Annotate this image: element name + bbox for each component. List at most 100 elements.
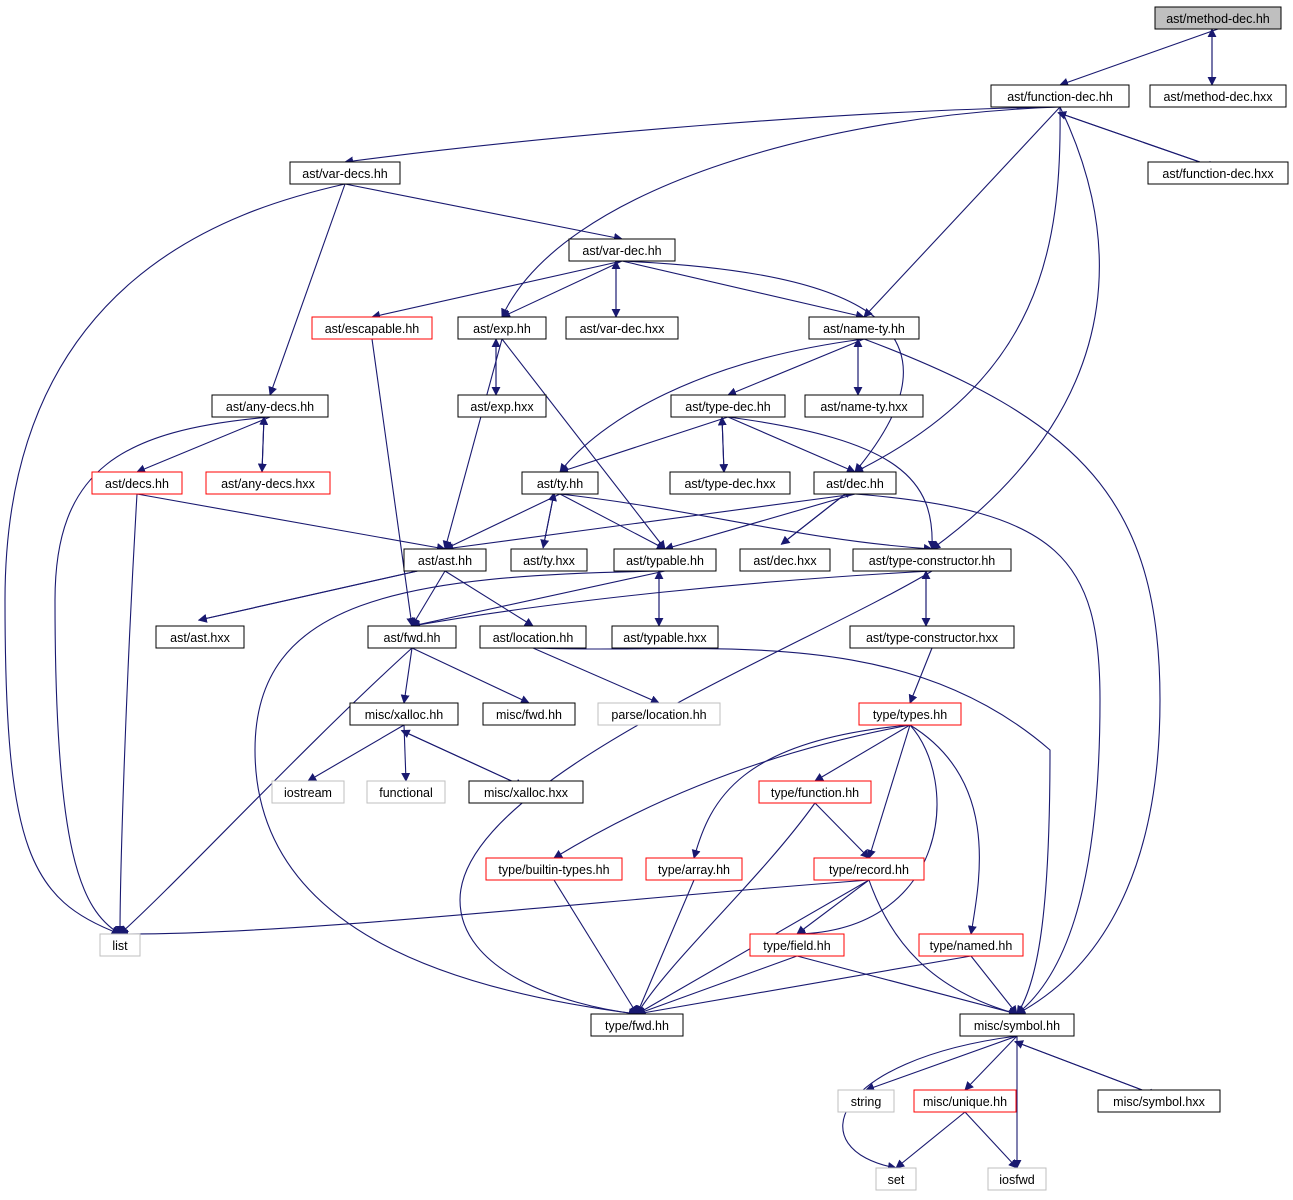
node-field-hh[interactable]: type/field.hh <box>749 933 845 957</box>
node-string[interactable]: string <box>837 1089 895 1113</box>
node-dec-hxx[interactable]: ast/dec.hxx <box>739 548 831 572</box>
node-label: ast/dec.hxx <box>753 554 817 568</box>
node-label: type/types.hh <box>873 708 947 722</box>
node-ast-hxx[interactable]: ast/ast.hxx <box>155 625 245 649</box>
edge-typable-hh-to-fwd-hh <box>411 570 666 629</box>
edge-types-hh-to-field-hh <box>796 724 938 939</box>
edge-any-decs-hh-to-decs-hh <box>136 416 271 474</box>
node-label: ast/dec.hh <box>826 477 884 491</box>
node-list[interactable]: list <box>99 933 141 957</box>
node-functional[interactable]: functional <box>366 780 446 804</box>
node-record-hh[interactable]: type/record.hh <box>813 857 925 881</box>
node-box <box>852 548 1012 572</box>
node-any-decs-hxx[interactable]: ast/any-decs.hxx <box>205 471 331 495</box>
edge-type-dec-hh-to-dec-hh <box>727 416 856 473</box>
edge-function-dec-hh-to-type-constructor-hh <box>931 106 1100 550</box>
edge-xalloc-hh-to-iostream <box>307 724 405 782</box>
node-label: ast/name-ty.hh <box>823 322 905 336</box>
node-iostream[interactable]: iostream <box>271 780 345 804</box>
node-parse-location-hh[interactable]: parse/location.hh <box>597 702 721 726</box>
node-ty-hh[interactable]: ast/ty.hh <box>521 471 599 495</box>
node-var-dec-hh[interactable]: ast/var-dec.hh <box>568 238 676 262</box>
node-box <box>611 625 719 649</box>
node-misc-fwd-hh[interactable]: misc/fwd.hh <box>482 702 576 726</box>
node-dec-hh[interactable]: ast/dec.hh <box>813 471 897 495</box>
node-box <box>837 1089 895 1113</box>
node-type-dec-hxx[interactable]: ast/type-dec.hxx <box>669 471 791 495</box>
node-builtin-types-hh[interactable]: type/builtin-types.hh <box>485 857 623 881</box>
node-box <box>913 1089 1017 1113</box>
node-any-decs-hh[interactable]: ast/any-decs.hh <box>211 394 329 418</box>
node-label: ast/function-dec.hh <box>1007 90 1113 104</box>
edge-type-dec-hh-to-type-constructor-hh <box>727 416 937 550</box>
node-box <box>670 394 786 418</box>
node-box <box>597 702 721 726</box>
node-escapable-hh[interactable]: ast/escapable.hh <box>311 316 433 340</box>
node-typable-hxx[interactable]: ast/typable.hxx <box>611 625 719 649</box>
edge-ast-hh-to-location-hh <box>444 570 534 627</box>
node-ty-hxx[interactable]: ast/ty.hxx <box>510 548 588 572</box>
edge-ast-hh-to-fwd-hh <box>411 570 446 627</box>
node-label: ast/method-dec.hh <box>1166 12 1270 26</box>
edge-type-constructor-hh-to-type-fwd-hh <box>459 570 933 1018</box>
node-box <box>613 548 717 572</box>
node-method-dec-hxx[interactable]: ast/method-dec.hxx <box>1149 84 1287 108</box>
node-xalloc-hh[interactable]: misc/xalloc.hh <box>349 702 459 726</box>
node-type-constructor-hxx[interactable]: ast/type-constructor.hxx <box>849 625 1015 649</box>
edge-var-dec-hh-to-dec-hh <box>621 260 904 473</box>
node-var-dec-hxx[interactable]: ast/var-dec.hxx <box>565 316 679 340</box>
node-xalloc-hxx[interactable]: misc/xalloc.hxx <box>468 780 584 804</box>
node-label: type/named.hh <box>930 939 1013 953</box>
node-location-hh[interactable]: ast/location.hh <box>479 625 587 649</box>
node-label: functional <box>379 786 433 800</box>
edge-name-ty-hh-to-symbol-hh <box>863 338 1161 1015</box>
node-symbol-hh[interactable]: misc/symbol.hh <box>959 1013 1075 1037</box>
node-array-hh[interactable]: type/array.hh <box>645 857 743 881</box>
node-unique-hh[interactable]: misc/unique.hh <box>913 1089 1017 1113</box>
node-label: ast/any-decs.hh <box>226 400 314 414</box>
node-box <box>271 780 345 804</box>
node-label: ast/type-dec.hxx <box>684 477 776 491</box>
node-types-hh[interactable]: type/types.hh <box>858 702 962 726</box>
node-symbol-hxx[interactable]: misc/symbol.hxx <box>1097 1089 1221 1113</box>
node-decs-hh[interactable]: ast/decs.hh <box>91 471 183 495</box>
node-label: set <box>888 1173 905 1187</box>
node-label: ast/typable.hh <box>626 554 704 568</box>
node-box <box>858 702 962 726</box>
node-type-fwd-hh[interactable]: type/fwd.hh <box>590 1013 684 1037</box>
node-type-dec-hh[interactable]: ast/type-dec.hh <box>670 394 786 418</box>
edge-type-dec-hh-to-ty-hh <box>559 416 729 474</box>
node-function-dec-hh[interactable]: ast/function-dec.hh <box>990 84 1130 108</box>
node-label: ast/any-decs.hxx <box>221 477 316 491</box>
node-box <box>1097 1089 1221 1113</box>
edge-function-hh-to-type-fwd-hh <box>636 802 816 1015</box>
node-fwd-hh[interactable]: ast/fwd.hh <box>367 625 457 649</box>
node-type-constructor-hh[interactable]: ast/type-constructor.hh <box>852 548 1012 572</box>
edge-typable-hh-to-type-fwd-hh <box>254 570 666 1018</box>
node-function-hh[interactable]: type/function.hh <box>758 780 872 804</box>
node-function-dec-hxx[interactable]: ast/function-dec.hxx <box>1147 161 1289 185</box>
node-label: ast/ast.hxx <box>170 631 230 645</box>
edge-array-hh-to-type-fwd-hh <box>636 879 695 1015</box>
node-label: ast/ty.hh <box>537 477 583 491</box>
node-exp-hh[interactable]: ast/exp.hh <box>457 316 547 340</box>
node-typable-hh[interactable]: ast/typable.hh <box>613 548 717 572</box>
node-var-decs-hh[interactable]: ast/var-decs.hh <box>289 161 401 185</box>
node-label: ast/method-dec.hxx <box>1163 90 1273 104</box>
node-label: misc/symbol.hxx <box>1113 1095 1205 1109</box>
node-box <box>1149 84 1287 108</box>
edge-record-hh-to-list <box>119 879 870 939</box>
node-ast-hh[interactable]: ast/ast.hh <box>403 548 487 572</box>
edge-fwd-hh-to-xalloc-hh <box>400 647 413 704</box>
node-iosfwd[interactable]: iosfwd <box>987 1167 1047 1191</box>
node-set[interactable]: set <box>875 1167 917 1191</box>
node-label: misc/unique.hh <box>923 1095 1007 1109</box>
node-name-ty-hxx[interactable]: ast/name-ty.hxx <box>804 394 924 418</box>
node-method-dec-hh[interactable]: ast/method-dec.hh <box>1154 6 1282 30</box>
node-name-ty-hh[interactable]: ast/name-ty.hh <box>808 316 920 340</box>
node-named-hh[interactable]: type/named.hh <box>918 933 1024 957</box>
node-label: ast/ast.hh <box>418 554 472 568</box>
edge-dec-hh-to-typable-hh <box>664 493 856 552</box>
node-label: ast/type-constructor.hxx <box>866 631 999 645</box>
node-exp-hxx[interactable]: ast/exp.hxx <box>457 394 547 418</box>
